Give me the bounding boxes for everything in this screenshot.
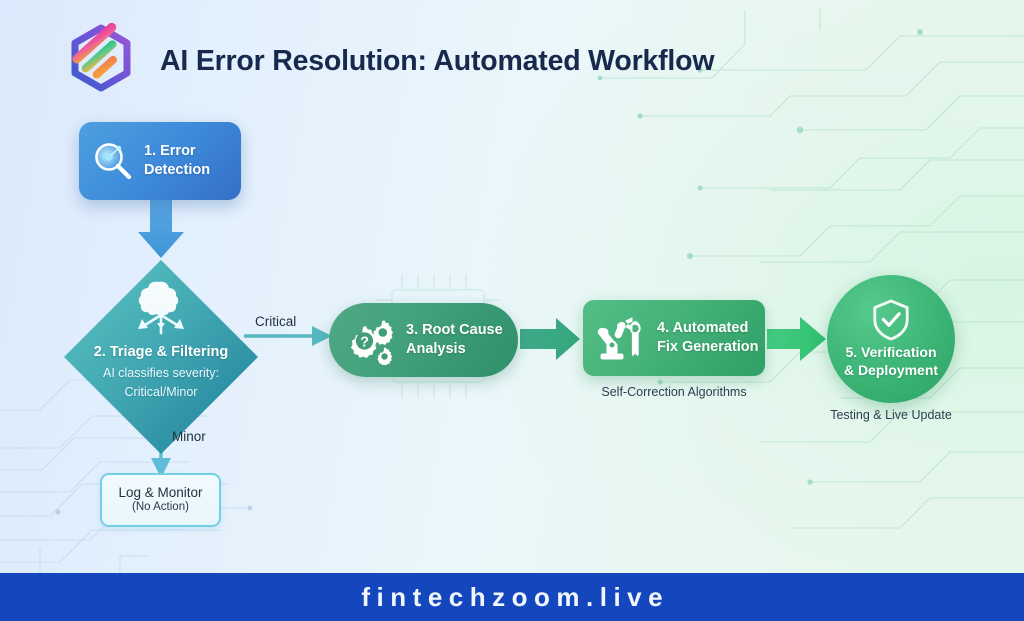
- footer-bar: fintechzoom.live: [0, 573, 1024, 621]
- gears-question-icon: ?: [350, 320, 393, 365]
- footer-brand: fintechzoom.live: [361, 581, 670, 612]
- log-monitor-title: Log & Monitor: [118, 485, 203, 501]
- robot-arm-wrench-icon: [597, 317, 641, 360]
- page-title: AI Error Resolution: Automated Workflow: [160, 44, 715, 77]
- node-root-cause-analysis[interactable]: ? 3. Root Cause Analysis: [329, 303, 518, 377]
- node-verification-deployment[interactable]: 5. Verification & Deployment: [827, 275, 955, 403]
- node-automated-fix-generation[interactable]: 4. Automated Fix Generation: [583, 300, 765, 376]
- magnifier-icon: [95, 143, 132, 180]
- brand-logo: [64, 22, 138, 100]
- node-verification-label: 5. Verification & Deployment: [843, 344, 939, 378]
- diamond-shape: [64, 260, 258, 454]
- edge-label-critical: Critical: [255, 314, 297, 329]
- node-root-cause-label: 3. Root Cause Analysis: [406, 322, 503, 357]
- edge-label-minor: Minor: [172, 429, 206, 444]
- hexagon-gradient-logo-icon: [71, 22, 131, 92]
- node-triage-sub-line2: Critical/Minor: [124, 384, 198, 399]
- svg-text:?: ?: [360, 335, 369, 351]
- caption-self-correction: Self-Correction Algorithms: [601, 385, 747, 399]
- node-triage-filtering[interactable]: 2. Triage & Filtering AI classifies seve…: [61, 257, 261, 457]
- node-fix-generation-label: 4. Automated Fix Generation: [657, 320, 759, 355]
- node-log-monitor[interactable]: Log & Monitor (No Action): [100, 473, 221, 527]
- node-error-detection[interactable]: 1. Error Detection: [79, 122, 241, 200]
- page-header: AI Error Resolution: Automated Workflow: [64, 22, 714, 100]
- caption-testing-live-update: Testing & Live Update: [830, 408, 952, 422]
- log-monitor-subtitle: (No Action): [132, 500, 189, 513]
- node-error-detection-label: 1. Error Detection: [144, 143, 211, 178]
- brain-branching-icon: [138, 281, 184, 335]
- node-triage-sub-line1: AI classifies severity:: [102, 365, 219, 380]
- node-triage-title: 2. Triage & Filtering: [93, 344, 229, 360]
- shield-check-icon: [873, 299, 909, 341]
